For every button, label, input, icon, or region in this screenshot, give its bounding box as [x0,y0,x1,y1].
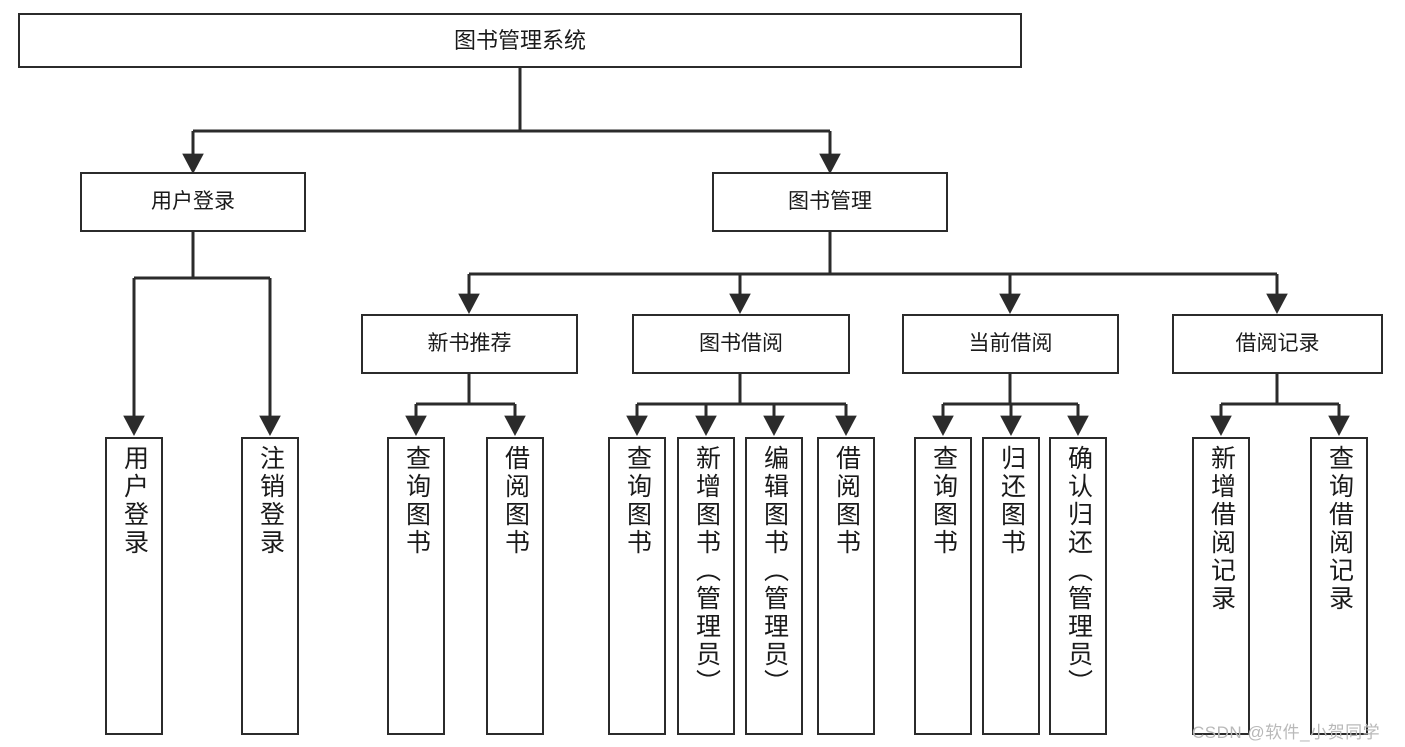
node-label: 用户登录 [120,445,149,557]
node-label: 新增借阅记录 [1207,445,1236,613]
node-label: 图书借阅 [699,331,783,355]
node-label: 编辑图书（管理员） [760,445,789,697]
leaf-logout-login[interactable]: 注销登录 [241,437,299,735]
leaf-query-book-1[interactable]: 查询图书 [387,437,445,735]
leaf-query-book-3[interactable]: 查询图书 [914,437,972,735]
node-label: 新增图书（管理员） [692,445,721,697]
node-label: 查询借阅记录 [1325,445,1354,613]
node-label: 图书管理 [788,189,872,213]
node-label: 用户登录 [151,189,235,213]
leaf-query-record[interactable]: 查询借阅记录 [1310,437,1368,735]
leaf-return-book[interactable]: 归还图书 [982,437,1040,735]
node-label: 归还图书 [997,445,1026,557]
leaf-confirm-return[interactable]: 确认归还（管理员） [1049,437,1107,735]
node-label: 查询图书 [402,445,431,557]
node-label: 当前借阅 [968,331,1053,355]
leaf-query-book-2[interactable]: 查询图书 [608,437,666,735]
node-root-system[interactable]: 图书管理系统 [18,13,1022,68]
node-label: 借阅图书 [501,445,530,557]
watermark-csdn: CSDN @软件_小贺同学 [1192,723,1381,742]
node-label: 查询图书 [929,445,958,557]
node-borrow-record[interactable]: 借阅记录 [1172,314,1383,374]
node-label: 查询图书 [623,445,652,557]
leaf-borrow-book-1[interactable]: 借阅图书 [486,437,544,735]
node-current-borrow[interactable]: 当前借阅 [902,314,1119,374]
node-label: 确认归还（管理员） [1064,445,1093,697]
node-user-login[interactable]: 用户登录 [80,172,306,232]
leaf-add-book[interactable]: 新增图书（管理员） [677,437,735,735]
node-new-book-recommend[interactable]: 新书推荐 [361,314,578,374]
node-label: 注销登录 [256,445,285,557]
node-label: 借阅记录 [1235,331,1320,355]
leaf-edit-book[interactable]: 编辑图书（管理员） [745,437,803,735]
leaf-add-record[interactable]: 新增借阅记录 [1192,437,1250,735]
node-label: 图书管理系统 [453,27,586,53]
leaf-user-login[interactable]: 用户登录 [105,437,163,735]
node-book-manage[interactable]: 图书管理 [712,172,948,232]
node-label: 新书推荐 [427,331,512,355]
node-book-borrow[interactable]: 图书借阅 [632,314,850,374]
node-label: 借阅图书 [832,445,861,557]
leaf-borrow-book-2[interactable]: 借阅图书 [817,437,875,735]
